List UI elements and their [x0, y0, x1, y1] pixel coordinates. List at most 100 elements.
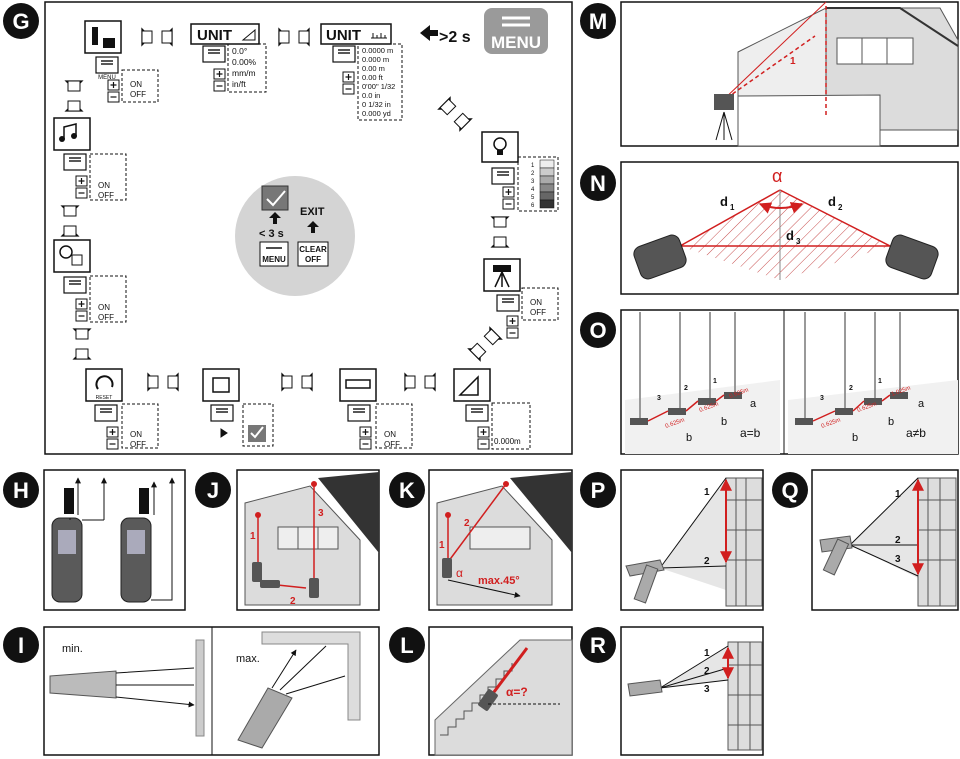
- svg-text:R: R: [590, 633, 606, 658]
- svg-text:0.00 ft: 0.00 ft: [362, 73, 384, 82]
- panel-l: L α=?: [389, 626, 573, 756]
- svg-text:OFF: OFF: [530, 308, 546, 317]
- a-not-equal-b: a≠b: [906, 426, 926, 440]
- a-equals-b: a=b: [740, 426, 761, 440]
- svg-text:J: J: [207, 478, 219, 503]
- svg-text:1: 1: [878, 378, 882, 385]
- svg-text:0.00%: 0.00%: [232, 57, 257, 67]
- svg-text:M: M: [589, 9, 607, 34]
- unit-distance-button[interactable]: [320, 23, 392, 45]
- svg-text:4: 4: [531, 187, 535, 193]
- panel-g-badge: [3, 3, 39, 39]
- svg-text:a: a: [918, 398, 925, 410]
- svg-text:UNIT: UNIT: [197, 27, 232, 44]
- exit-label: EXIT: [300, 206, 325, 218]
- svg-text:3: 3: [531, 179, 535, 185]
- timer-icon: [53, 239, 91, 273]
- menu-center-disc: [235, 176, 355, 296]
- svg-text:5: 5: [531, 195, 535, 201]
- svg-text:OFF: OFF: [98, 313, 114, 322]
- svg-text:N: N: [590, 171, 606, 196]
- reference-icon: [84, 20, 122, 54]
- panel-j: J 1 3 2: [195, 469, 380, 611]
- panel-q: Q 1 2 3: [772, 469, 959, 611]
- hold-arrow: [420, 25, 438, 41]
- svg-text:0 1/32 in: 0 1/32 in: [362, 100, 391, 109]
- svg-text:OFF: OFF: [384, 440, 400, 449]
- svg-text:in/ft: in/ft: [232, 79, 246, 89]
- svg-text:3: 3: [820, 395, 824, 402]
- svg-text:1: 1: [439, 540, 445, 551]
- svg-text:3: 3: [895, 554, 901, 565]
- svg-text:ON: ON: [530, 298, 542, 307]
- svg-text:2: 2: [704, 666, 710, 677]
- lamp-icon: [481, 131, 519, 163]
- svg-text:2: 2: [849, 385, 853, 392]
- svg-text:UNIT: UNIT: [326, 27, 361, 44]
- menu-button[interactable]: [259, 241, 289, 267]
- svg-text:2: 2: [704, 556, 710, 567]
- svg-text:2: 2: [684, 385, 688, 392]
- offset-icon: [453, 368, 491, 402]
- confirm-time: < 3 s: [259, 228, 284, 240]
- reset-icon: [85, 368, 123, 402]
- offset-value: 0.000m: [494, 437, 521, 446]
- svg-text:ON: ON: [130, 430, 142, 439]
- svg-text:d: d: [720, 194, 728, 209]
- svg-text:OFF: OFF: [98, 191, 114, 200]
- svg-text:MENU: MENU: [491, 33, 541, 52]
- svg-text:0.000 yd: 0.000 yd: [362, 109, 391, 118]
- svg-text:2: 2: [290, 596, 296, 607]
- svg-text:b: b: [686, 432, 692, 444]
- svg-text:3: 3: [796, 237, 801, 246]
- svg-text:1: 1: [704, 648, 710, 659]
- min-label: min.: [62, 643, 83, 655]
- svg-text:3: 3: [704, 684, 710, 695]
- check-icon: [261, 185, 289, 211]
- alpha-symbol: α: [772, 166, 782, 186]
- panel-i: I min. max.: [3, 626, 380, 756]
- panel-g: G < 3 s EXIT MENU CLEAR OFF >2 s MENU ME…: [3, 1, 573, 455]
- svg-text:CLEAR: CLEAR: [299, 245, 327, 254]
- hold-time: >2 s: [439, 29, 471, 46]
- svg-text:d: d: [786, 228, 794, 243]
- svg-text:OFF: OFF: [130, 440, 146, 449]
- max-label: max.: [236, 653, 260, 665]
- panel-g-letter: G: [12, 9, 29, 34]
- svg-text:0.00 m: 0.00 m: [362, 64, 385, 73]
- svg-text:mm/m: mm/m: [232, 68, 256, 78]
- panel-k: K 1 2 α max.45°: [389, 469, 573, 611]
- svg-text:b: b: [721, 416, 727, 428]
- endpoint-icon: [202, 368, 240, 402]
- panel-p: P 1 2: [580, 469, 764, 611]
- panel-m: M 1: [580, 1, 959, 147]
- unit-angle-button[interactable]: [190, 23, 260, 45]
- svg-text:6: 6: [531, 203, 535, 209]
- menu-hold-button[interactable]: [484, 8, 548, 54]
- svg-text:a: a: [750, 398, 757, 410]
- svg-text:K: K: [399, 478, 415, 503]
- svg-text:ON: ON: [98, 181, 110, 190]
- svg-text:ON: ON: [130, 80, 142, 89]
- panel-n: N α d 1 d 2 d 3: [580, 161, 959, 295]
- svg-text:P: P: [591, 478, 606, 503]
- svg-text:α: α: [456, 566, 463, 580]
- svg-text:OFF: OFF: [130, 90, 146, 99]
- panel-r: R 1 2 3: [580, 626, 764, 756]
- svg-text:MENU: MENU: [98, 75, 116, 81]
- svg-text:I: I: [18, 633, 24, 658]
- svg-text:ON: ON: [384, 430, 396, 439]
- svg-text:2: 2: [895, 535, 901, 546]
- svg-text:1: 1: [531, 163, 535, 169]
- svg-text:1: 1: [250, 531, 256, 542]
- svg-text:1: 1: [790, 56, 796, 67]
- svg-text:OFF: OFF: [305, 255, 321, 264]
- svg-text:3: 3: [657, 395, 661, 402]
- svg-text:1: 1: [895, 489, 901, 500]
- svg-text:0.0000 m: 0.0000 m: [362, 46, 393, 55]
- svg-text:MENU: MENU: [262, 255, 286, 264]
- brightness-scale: [539, 159, 555, 209]
- clear-off-button[interactable]: [297, 241, 329, 267]
- svg-text:H: H: [13, 478, 29, 503]
